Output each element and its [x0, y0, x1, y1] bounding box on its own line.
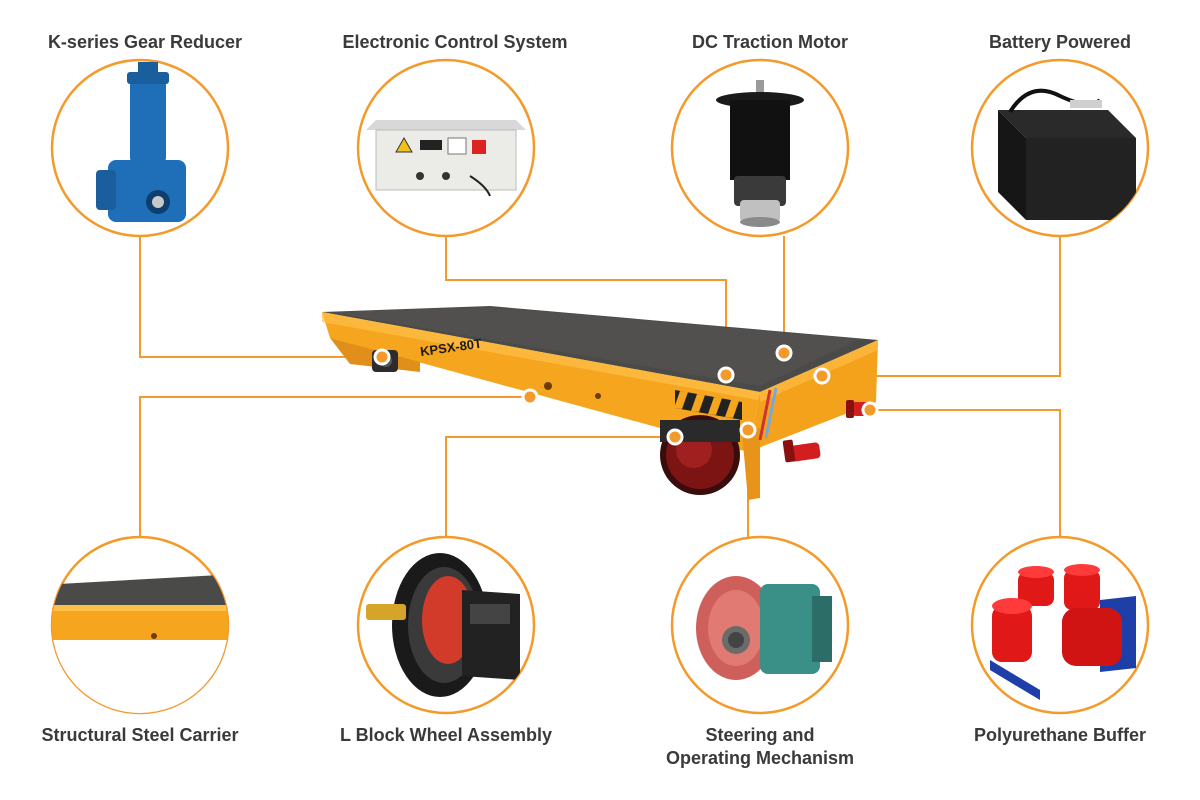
- label-steering-line1: Steering and: [705, 725, 815, 745]
- label-steel-carrier: Structural Steel Carrier: [41, 725, 239, 745]
- label-steering: Steering and Operating Mechanism: [640, 724, 880, 770]
- callout-battery: [970, 58, 1150, 238]
- callout-gear-reducer: [50, 58, 230, 238]
- label-buffer: Polyurethane Buffer: [973, 725, 1147, 745]
- cart-wheel: [660, 415, 740, 495]
- connector-wheel-assembly: [445, 436, 675, 537]
- dot-steel-carrier: [521, 388, 539, 406]
- dot-battery: [813, 367, 831, 385]
- dot-buffer: [861, 401, 879, 419]
- connector-dots: [373, 344, 879, 446]
- label-control-system: Electronic Control System: [342, 32, 568, 52]
- callout-steel-carrier: [50, 535, 230, 715]
- transfer-cart: KPSX-80T: [322, 306, 878, 500]
- callout-wheel-assembly: [356, 535, 536, 715]
- dot-control-system: [717, 366, 735, 384]
- label-wheel-assembly: L Block Wheel Assembly: [339, 725, 553, 745]
- connector-buffer: [870, 409, 1061, 537]
- connector-battery: [822, 236, 1061, 377]
- cart-side-panel: [322, 312, 760, 452]
- connector-gear-reducer: [139, 236, 382, 358]
- battery-image: [998, 88, 1136, 220]
- cart-end-panel: [748, 340, 878, 452]
- label-battery: Battery Powered: [988, 32, 1132, 52]
- wheel-assembly-image: [366, 553, 520, 697]
- connector-lines: [139, 236, 1061, 537]
- control-box-image: [366, 120, 526, 197]
- buffer-image: [990, 564, 1136, 700]
- dot-wheel-assembly: [666, 428, 684, 446]
- traction-motor-image: [716, 80, 804, 227]
- dot-gear-reducer: [373, 348, 391, 366]
- callout-buffer: [970, 535, 1150, 715]
- callout-control-system: [356, 58, 536, 238]
- label-traction-motor: DC Traction Motor: [692, 32, 848, 52]
- dot-steering: [739, 421, 757, 439]
- callout-traction-motor: [670, 58, 850, 238]
- dot-traction-motor: [775, 344, 793, 362]
- connector-steel-carrier: [139, 396, 530, 537]
- callout-steering: [670, 535, 850, 715]
- label-steering-line2: Operating Mechanism: [665, 748, 855, 768]
- gear-reducer-image: [96, 62, 186, 222]
- warning-stripes: [674, 390, 742, 420]
- steering-mechanism-image: [696, 576, 832, 680]
- label-gear-reducer: K-series Gear Reducer: [47, 32, 243, 52]
- steel-carrier-image: [52, 575, 228, 713]
